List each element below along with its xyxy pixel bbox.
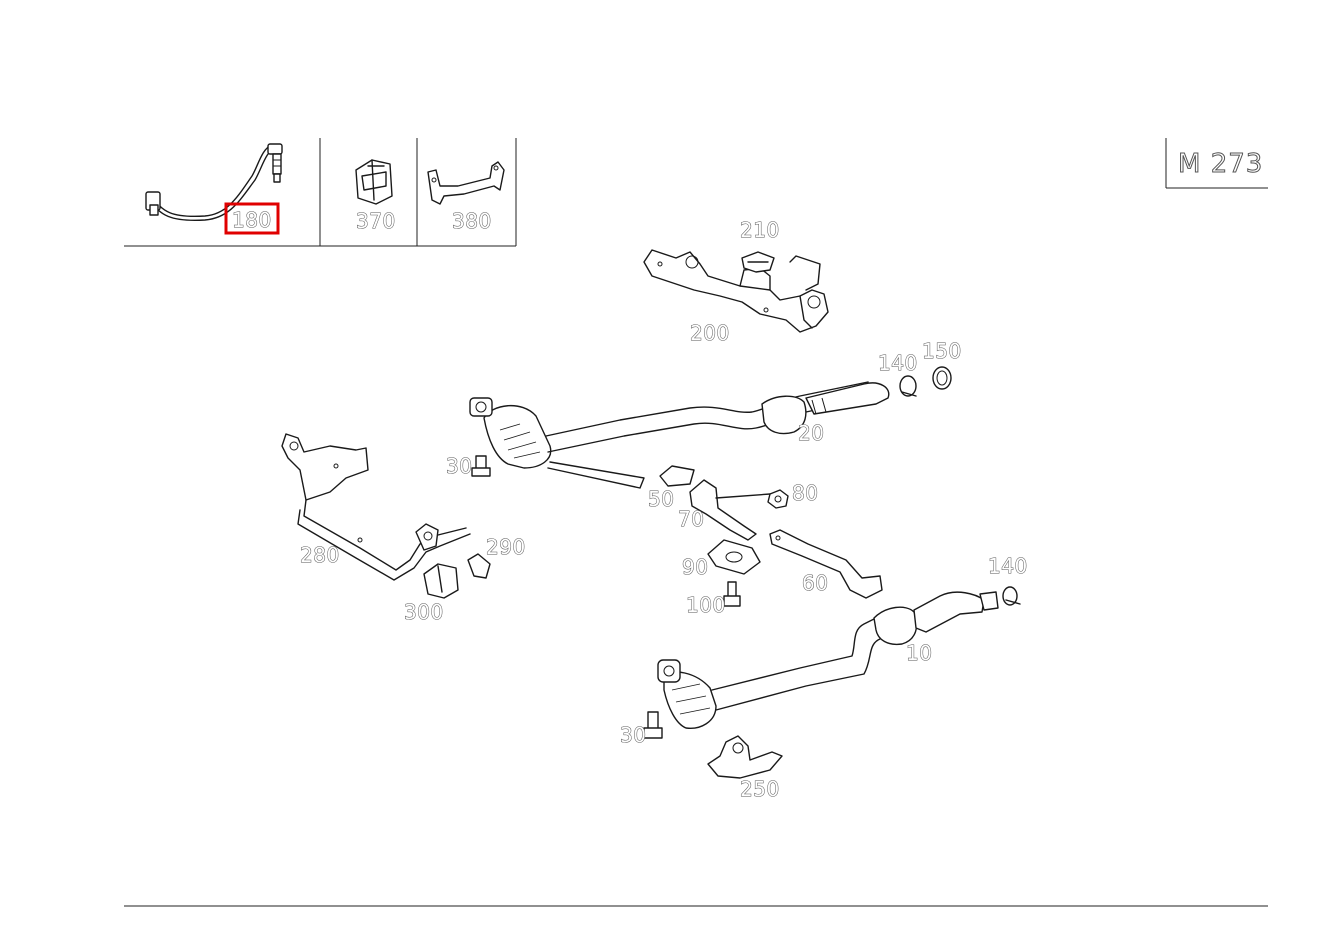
bracket-70-drawing[interactable]: [689, 479, 771, 541]
clip-290-drawing[interactable]: [467, 553, 491, 579]
ring-150-drawing[interactable]: [932, 366, 952, 390]
label-140-upper[interactable]: 140: [878, 351, 918, 376]
plate-90-drawing[interactable]: [707, 539, 761, 575]
bracket-380-drawing[interactable]: [427, 161, 505, 205]
clip-drawing[interactable]: [355, 159, 393, 205]
label-370[interactable]: 370: [356, 209, 396, 234]
label-70[interactable]: 70: [678, 507, 705, 532]
strap-60-drawing[interactable]: [769, 529, 883, 599]
exhaust-pipe-20-drawing[interactable]: [469, 381, 890, 489]
model-badge-text: M 273: [1178, 149, 1263, 179]
bolt-30-upper-drawing[interactable]: [471, 455, 491, 477]
bolt-30-lower-drawing[interactable]: [643, 711, 663, 739]
mount-300-drawing[interactable]: [423, 563, 459, 599]
holder-50-drawing[interactable]: [659, 465, 695, 487]
nut-80-drawing[interactable]: [767, 489, 789, 509]
bracket-200-drawing[interactable]: [643, 249, 829, 333]
label-10[interactable]: 10: [906, 641, 933, 666]
label-380[interactable]: 380: [452, 209, 492, 234]
mount-250-drawing[interactable]: [707, 735, 783, 779]
clip-210-drawing[interactable]: [741, 251, 775, 273]
label-200[interactable]: 200: [690, 321, 730, 346]
model-badge: M 273: [1165, 138, 1268, 189]
clamp-140-lower-drawing[interactable]: [1002, 586, 1021, 606]
label-290[interactable]: 290: [486, 535, 526, 560]
clamp-140-upper-drawing[interactable]: [899, 375, 917, 397]
bolt-100-drawing[interactable]: [723, 581, 741, 607]
label-60[interactable]: 60: [802, 571, 829, 596]
label-300[interactable]: 300: [404, 600, 444, 625]
label-100[interactable]: 100: [686, 593, 726, 618]
label-140-lower[interactable]: 140: [988, 554, 1028, 579]
label-80[interactable]: 80: [792, 481, 819, 506]
label-20[interactable]: 20: [798, 421, 825, 446]
label-180[interactable]: 180: [232, 208, 272, 233]
label-250[interactable]: 250: [740, 777, 780, 802]
bracket-280-drawing[interactable]: [281, 433, 471, 581]
label-280[interactable]: 280: [300, 543, 340, 568]
label-30-lower[interactable]: 30: [620, 723, 647, 748]
label-90[interactable]: 90: [682, 555, 709, 580]
label-150[interactable]: 150: [922, 339, 962, 364]
label-30-upper[interactable]: 30: [446, 454, 473, 479]
label-210[interactable]: 210: [740, 218, 780, 243]
label-50[interactable]: 50: [648, 487, 675, 512]
highlight-box: [224, 202, 280, 235]
inset-panel: [124, 138, 517, 247]
exhaust-pipe-10-drawing[interactable]: [657, 591, 999, 729]
